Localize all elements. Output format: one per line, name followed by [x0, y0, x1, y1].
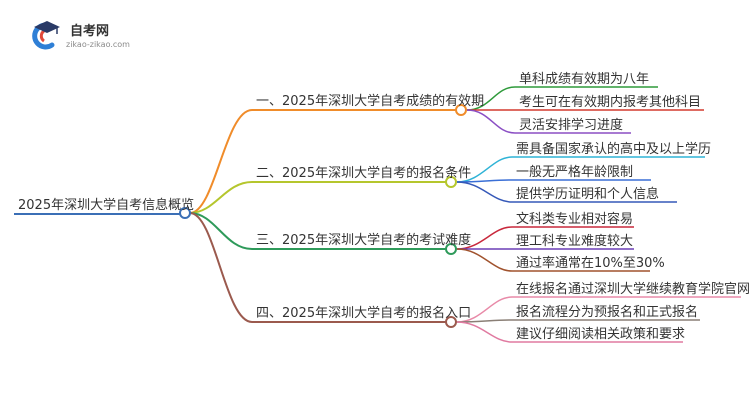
leaf-label-1-1: 单科成绩有效期为八年: [519, 72, 649, 87]
leaf-connector-4-1: [456, 296, 741, 323]
branch-connector-1: [189, 109, 253, 214]
leaf-label-3-2: 理工科专业难度较大: [516, 233, 633, 249]
leaf-label-1-2: 考生可在有效期内报考其他科目: [519, 94, 701, 110]
node-markers: [179, 104, 467, 328]
brand-name: 自考网: [70, 23, 109, 39]
leaf-label-3-3: 通过率通常在10%至30%: [516, 255, 665, 271]
leaf-label-4-3: 建议仔细阅读相关政策和要求: [516, 326, 685, 342]
branch-node-marker-4: [445, 316, 457, 328]
branch-connector-2: [189, 181, 253, 214]
connectors: [14, 86, 741, 343]
leaf-label-2-1: 需具备国家承认的高中及以上学历: [516, 141, 711, 157]
graduation-cap-c-logo-icon: [32, 21, 60, 50]
branch-label-1: 一、2025年深圳大学自考成绩的有效期: [256, 93, 484, 109]
branch-connector-4: [189, 212, 253, 323]
leaf-connector-4-3: [456, 321, 683, 343]
leaf-connector-1-3: [466, 109, 631, 134]
leaf-label-1-3: 灵活安排学习进度: [519, 117, 623, 133]
branch-label-2: 二、2025年深圳大学自考的报名条件: [256, 165, 471, 181]
root-node-marker: [179, 207, 191, 219]
branch-connector-3: [189, 212, 253, 250]
leaf-connector-3-3: [456, 248, 650, 272]
branch-node-marker-1: [455, 104, 467, 116]
leaf-connector-2-2: [456, 179, 651, 183]
branch-label-3: 三、2025年深圳大学自考的考试难度: [256, 232, 471, 248]
leaf-label-3-1: 文科类专业相对容易: [516, 211, 633, 227]
branch-node-marker-3: [445, 243, 457, 255]
leaf-connector-2-1: [456, 156, 705, 183]
branch-node-marker-2: [445, 176, 457, 188]
leaf-connector-4-2: [456, 319, 700, 323]
leaf-connector-1-1: [466, 86, 658, 111]
leaf-label-4-1: 在线报名通过深圳大学继续教育学院官网: [516, 281, 750, 297]
brand-logo: 自考网 zikao-zikao.com: [32, 21, 130, 50]
root-label: 2025年深圳大学自考信息概览: [18, 197, 194, 213]
leaf-label-4-2: 报名流程分为预报名和正式报名: [516, 304, 698, 320]
leaf-connector-2-3: [456, 181, 677, 203]
leaf-connector-3-1: [456, 226, 634, 250]
leaf-label-2-2: 一般无严格年龄限制: [516, 164, 633, 180]
labels: 2025年深圳大学自考信息概览 一、2025年深圳大学自考成绩的有效期 二、20…: [18, 72, 750, 342]
leaf-label-2-3: 提供学历证明和个人信息: [516, 186, 659, 202]
branch-label-4: 四、2025年深圳大学自考的报名入口: [256, 305, 471, 321]
brand-url: zikao-zikao.com: [66, 40, 130, 49]
